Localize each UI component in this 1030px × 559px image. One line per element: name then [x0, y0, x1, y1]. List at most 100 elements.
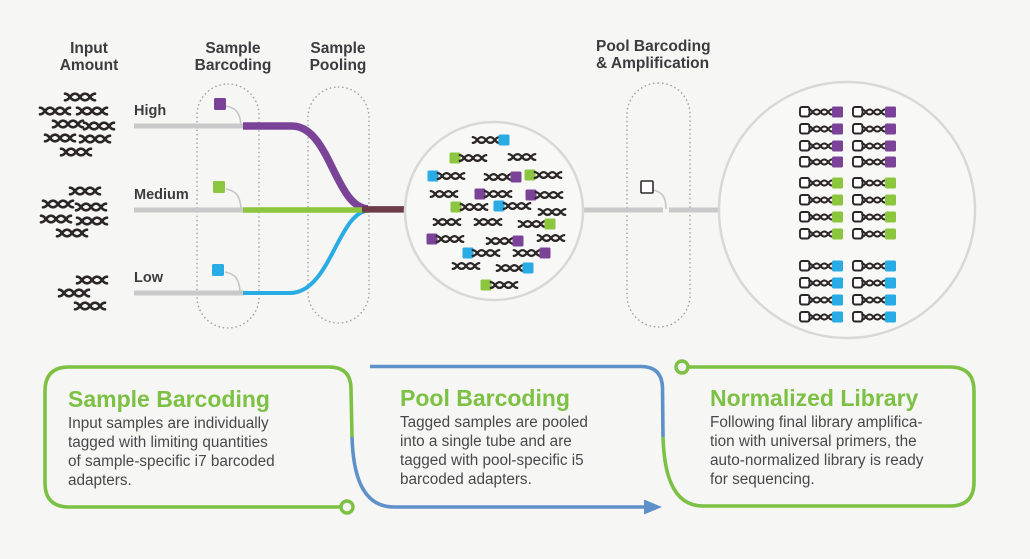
dna-helix-icon — [75, 216, 109, 226]
pool-barcoding-zone — [626, 82, 691, 328]
pooled-sample — [450, 201, 489, 213]
library-fragment-green — [852, 211, 896, 223]
pooled-sample — [480, 279, 519, 291]
library-fragment-green — [799, 228, 843, 240]
i5-barcode-blank — [640, 180, 654, 194]
barcode-tag-blue — [885, 260, 896, 272]
pooled-sample — [485, 235, 524, 247]
universal-adapter-square — [799, 194, 811, 206]
callout2-top-border-blue — [370, 364, 665, 438]
barcode-tag-blue — [832, 277, 843, 289]
barcode-tag-purple — [885, 140, 896, 152]
callout2-title: Pool Barcoding — [400, 385, 570, 411]
barcode-tag-purple — [832, 156, 843, 168]
dna-helix-icon — [74, 202, 108, 212]
barcode-tag-purple — [510, 171, 522, 183]
universal-adapter-square — [799, 177, 811, 189]
universal-adapter-square — [799, 294, 811, 306]
library-fragment-blue — [852, 277, 896, 289]
dna-helix-icon — [51, 119, 85, 129]
pooled-samples — [426, 134, 567, 291]
barcode-tag-purple — [426, 233, 438, 245]
pooled-sample — [517, 218, 556, 230]
library-fragment-green — [852, 177, 896, 189]
library-fragment-blue — [799, 277, 843, 289]
barcode-tag-green — [832, 177, 843, 189]
label-low: Low — [134, 270, 163, 286]
pooled-sample — [462, 247, 501, 259]
barcode-tag-green — [885, 211, 896, 223]
pooled-sample — [426, 233, 465, 245]
library-fragment-blue — [799, 311, 843, 323]
barcode-tag-purple — [832, 106, 843, 118]
barcode-tag-purple — [539, 247, 551, 259]
dna-helix-icon — [38, 106, 72, 116]
barcode-tag-green — [832, 194, 843, 206]
library-fragment-blue — [852, 294, 896, 306]
label-high: High — [134, 103, 167, 119]
barcode-tag-green — [450, 201, 462, 213]
barcode-tag-green — [449, 152, 461, 164]
universal-adapter-square — [799, 156, 811, 168]
high-barcode-connector — [225, 105, 242, 126]
library-fragment-blue — [852, 311, 896, 323]
callout3-body: Following final library amplifica- tion … — [710, 414, 924, 488]
universal-adapter-square — [852, 123, 864, 135]
dna-helix-icon — [39, 214, 73, 224]
library-fragment-green — [799, 194, 843, 206]
barcode-tag-green — [480, 279, 492, 291]
barcode-tag-blue — [427, 170, 439, 182]
dna-helix-icon — [55, 228, 89, 238]
header-sample-pooling: Sample Pooling — [309, 40, 367, 74]
library-fragment-purple — [852, 140, 896, 152]
universal-adapter-square — [799, 140, 811, 152]
library-fragment-purple — [799, 156, 843, 168]
barcode-tag-green — [544, 218, 556, 230]
callout1-title: Sample Barcoding — [68, 386, 270, 412]
barcode-tag-green — [885, 177, 896, 189]
barcode-tag-purple — [885, 106, 896, 118]
universal-adapter-square — [852, 277, 864, 289]
header-input-amount: Input Amount — [59, 40, 119, 74]
dna-helix-icon — [59, 147, 93, 157]
pooled-sample — [449, 152, 488, 164]
dna-helix-icon — [41, 199, 75, 209]
library-fragment-purple — [799, 140, 843, 152]
universal-adapter-square — [799, 311, 811, 323]
pooled-sample — [474, 188, 513, 200]
flow-node-ring-1 — [339, 499, 355, 515]
library-fragment-green — [852, 228, 896, 240]
universal-adapter-square — [799, 228, 811, 240]
pooled-sample — [525, 189, 564, 201]
barcode-tag-blue — [493, 200, 505, 212]
callout3-title: Normalized Library — [710, 385, 919, 411]
pooled-sample — [471, 134, 510, 146]
barcode-tag-purple — [512, 235, 524, 247]
barcode-tag-blue — [832, 311, 843, 323]
universal-adapter-square — [799, 211, 811, 223]
universal-adapter-square — [852, 177, 864, 189]
library-fragment-green — [799, 177, 843, 189]
pooled-sample — [524, 169, 563, 181]
universal-adapter-square — [852, 156, 864, 168]
barcode-tag-blue — [522, 262, 534, 274]
universal-adapter-square — [852, 260, 864, 272]
dna-helix-icon — [68, 186, 102, 196]
low-pooling-curve — [243, 208, 369, 295]
universal-adapter-square — [852, 294, 864, 306]
callout2-body: Tagged samples are pooled into a single … — [400, 414, 588, 488]
barcode-tag-blue — [498, 134, 510, 146]
universal-adapter-square — [799, 277, 811, 289]
barcode-tag-purple — [525, 189, 537, 201]
callout1-border-green — [43, 365, 354, 509]
dna-helix-icon — [73, 301, 107, 311]
barcode-tag-green — [832, 211, 843, 223]
pooled-sample — [483, 171, 522, 183]
library-fragment-green — [852, 194, 896, 206]
barcode-tag-blue — [462, 247, 474, 259]
flow-arrowhead — [644, 499, 662, 515]
library-fragment-blue — [852, 260, 896, 272]
barcode-tag-green — [524, 169, 536, 181]
barcode-tag-green — [885, 194, 896, 206]
